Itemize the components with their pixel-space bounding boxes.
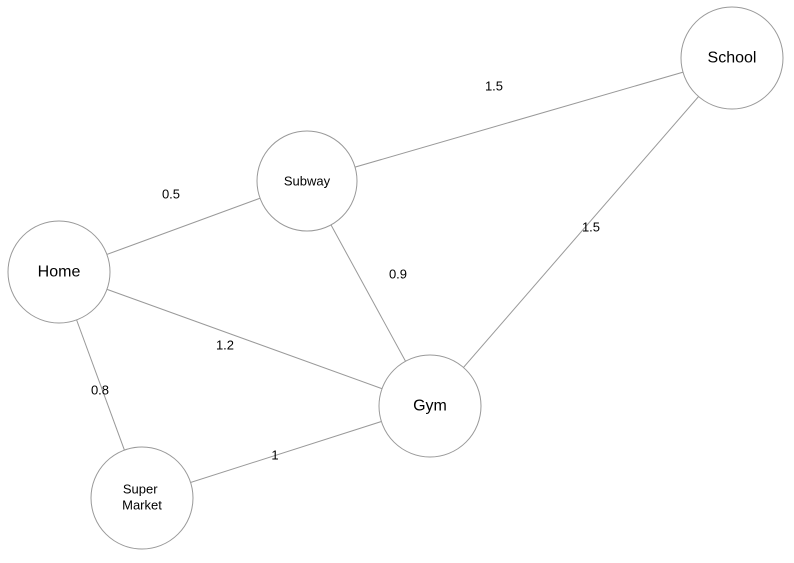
edge-weight-subway-school: 1.5 [485,79,503,94]
edge-labels-layer: 0.5 1.5 0.9 1.5 1.2 0.8 1 [91,79,600,463]
node-supermarket-label-line2: Market [122,498,162,513]
edge-subway-school[interactable] [306,57,733,182]
edge-weight-supermarket-gym: 1 [271,448,278,463]
node-home-circle[interactable] [7,220,111,324]
node-supermarket[interactable]: Super Market [90,446,194,550]
nodes-layer: Home Subway School Gym Super Market [7,6,784,550]
node-home-label: Home [38,264,81,281]
node-supermarket-label-line1: Super [123,482,158,497]
edge-weight-home-supermarket: 0.8 [91,383,109,398]
node-subway-label: Subway [284,174,331,189]
edge-weight-home-subway: 0.5 [162,187,180,202]
edge-home-gym[interactable] [58,271,431,407]
node-gym-label: Gym [413,398,447,415]
edge-weight-home-gym: 1.2 [216,338,234,353]
node-supermarket-label: Super Market [122,482,162,513]
node-subway-circle[interactable] [256,130,358,232]
node-gym[interactable]: Gym [378,354,482,458]
node-supermarket-circle[interactable] [90,446,194,550]
node-subway[interactable]: Subway [256,130,358,232]
node-school[interactable]: School [680,6,784,110]
edge-weight-subway-gym: 0.9 [389,267,407,282]
edge-school-gym[interactable] [429,57,733,407]
node-school-circle[interactable] [680,6,784,110]
node-gym-circle[interactable] [378,354,482,458]
edge-weight-school-gym: 1.5 [582,220,600,235]
node-school-label: School [708,50,757,67]
node-home[interactable]: Home [7,220,111,324]
